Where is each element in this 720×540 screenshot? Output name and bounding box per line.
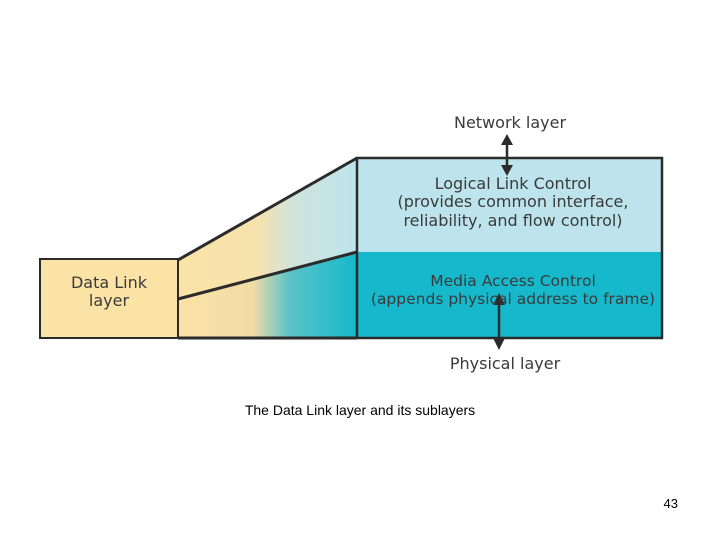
data-link-label-line1: Data Link: [70, 273, 148, 292]
data-link-label-line2: layer: [88, 291, 130, 311]
physical-layer-label: Physical layer: [449, 354, 561, 373]
network-double-arrow-icon: [501, 134, 513, 176]
funnel-lower: [178, 252, 356, 338]
figure-caption: The Data Link layer and its sublayers: [244, 402, 476, 418]
llc-text: Logical Link Control (provides common in…: [358, 174, 668, 230]
funnel-middle-line: [177, 250, 358, 301]
data-link-box: [39, 258, 179, 339]
sublayer-stack-outline: [355, 156, 664, 340]
llc-description-line1: (provides common interface,: [397, 192, 629, 212]
physical-double-arrow-icon: [493, 293, 505, 350]
page-number: 43: [663, 496, 678, 511]
llc-title: Logical Link Control: [434, 174, 592, 193]
mac-box: [357, 252, 662, 338]
llc-description-line2: reliability, and flow control): [403, 210, 623, 230]
mac-description: (appends physical address to frame): [370, 289, 656, 308]
funnel-top-line: [177, 156, 358, 262]
data-link-layer-label: Data Link layer: [40, 273, 178, 311]
network-layer-label: Network layer: [453, 113, 567, 132]
mac-title: Media Access Control: [430, 272, 596, 290]
llc-box: [357, 158, 662, 252]
mac-text: Media Access Control (appends physical a…: [358, 272, 668, 309]
